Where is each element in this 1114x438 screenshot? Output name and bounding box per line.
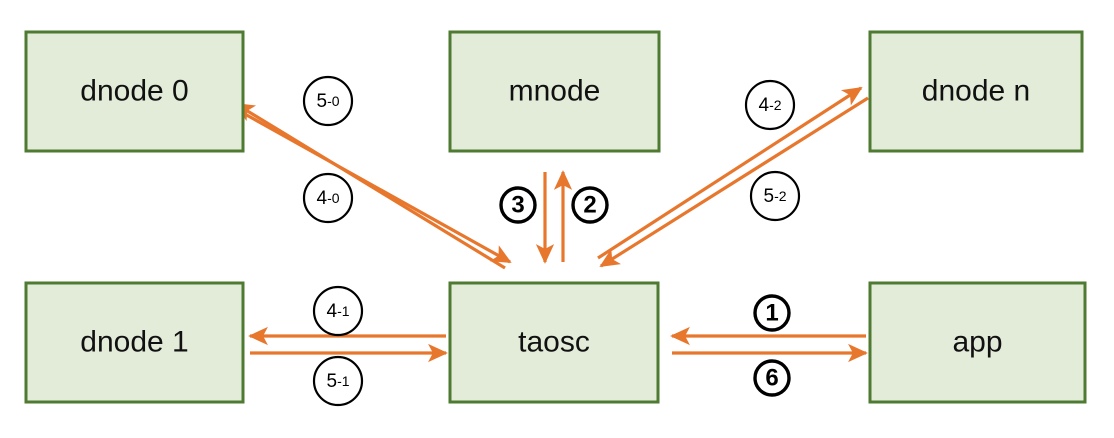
step-badge-b3: 3 <box>499 186 537 224</box>
step-badge-b5-1: 5-1 <box>312 355 364 407</box>
node-label: mnode <box>509 74 601 107</box>
badge-label-main: 4 <box>326 301 337 322</box>
badge-circle <box>744 79 796 131</box>
node-dnode1[interactable]: dnode 1 <box>24 281 245 404</box>
badge-label: 3 <box>511 191 524 218</box>
step-badge-b5-0: 5-0 <box>302 75 354 127</box>
badge-label-sub: -0 <box>327 93 340 109</box>
node-app[interactable]: app <box>868 281 1087 404</box>
badge-circle <box>312 285 364 337</box>
badge-label-main: 5 <box>326 371 337 392</box>
step-badge-b4-2: 4-2 <box>744 79 796 131</box>
node-dnoden[interactable]: dnode n <box>868 30 1084 153</box>
badge-label-sub: -2 <box>769 97 782 113</box>
step-badge-b4-0: 4-0 <box>302 172 354 224</box>
badge-circle <box>753 359 791 397</box>
arrow-layer <box>234 86 869 363</box>
flow-arrow-a5-0 <box>234 102 506 270</box>
badge-circle <box>302 172 354 224</box>
badge-label: 5-0 <box>316 91 339 112</box>
node-mnode[interactable]: mnode <box>448 30 661 153</box>
flow-arrow-a4-0 <box>242 111 512 264</box>
badge-circle <box>749 170 801 222</box>
badge-label-main: 4 <box>758 95 769 116</box>
node-box[interactable] <box>24 30 245 153</box>
badge-label: 4-1 <box>326 301 349 322</box>
node-layer: dnode 0 mnode dnode n dnode 1 taosc app <box>24 30 1087 404</box>
badge-circle <box>571 186 609 224</box>
node-box[interactable] <box>868 30 1084 153</box>
badge-label-main: 5 <box>316 91 327 112</box>
node-box[interactable] <box>448 30 661 153</box>
badge-label: 2 <box>583 191 596 218</box>
badge-label: 5-2 <box>763 186 786 207</box>
badge-label: 4-2 <box>758 95 781 116</box>
node-label: taosc <box>518 325 590 358</box>
node-label: dnode 0 <box>80 74 188 107</box>
arrow-line <box>599 96 869 268</box>
node-label: dnode 1 <box>80 325 188 358</box>
badge-label-sub: -1 <box>337 373 350 389</box>
node-dnode0[interactable]: dnode 0 <box>24 30 245 153</box>
arrow-line <box>234 102 506 270</box>
node-box[interactable] <box>868 281 1087 404</box>
badge-label-sub: -1 <box>337 303 350 319</box>
badge-label: 5-1 <box>326 371 349 392</box>
badge-label-sub: -0 <box>327 190 340 206</box>
badge-circle <box>312 355 364 407</box>
badge-label-main: 4 <box>316 188 327 209</box>
node-label: app <box>952 325 1002 358</box>
badge-label: 4-0 <box>316 188 339 209</box>
badge-label: 6 <box>765 364 778 391</box>
step-badge-b4-1: 4-1 <box>312 285 364 337</box>
node-label: dnode n <box>922 74 1030 107</box>
badge-circle <box>753 294 791 332</box>
badge-circle <box>302 75 354 127</box>
flow-arrow-a5-2 <box>599 96 869 268</box>
flow-arrow-a4-2 <box>597 86 863 260</box>
node-taosc[interactable]: taosc <box>448 281 660 404</box>
badge-label-main: 5 <box>763 186 774 207</box>
arrow-line <box>242 111 512 264</box>
badge-label: 1 <box>765 299 778 326</box>
step-badge-b5-2: 5-2 <box>749 170 801 222</box>
node-box[interactable] <box>24 281 245 404</box>
step-badge-b6: 6 <box>753 359 791 397</box>
badge-label-sub: -2 <box>774 188 787 204</box>
arrow-line <box>597 86 863 260</box>
step-badge-b2: 2 <box>571 186 609 224</box>
step-badge-b1: 1 <box>753 294 791 332</box>
node-box[interactable] <box>448 281 660 404</box>
badge-circle <box>499 186 537 224</box>
